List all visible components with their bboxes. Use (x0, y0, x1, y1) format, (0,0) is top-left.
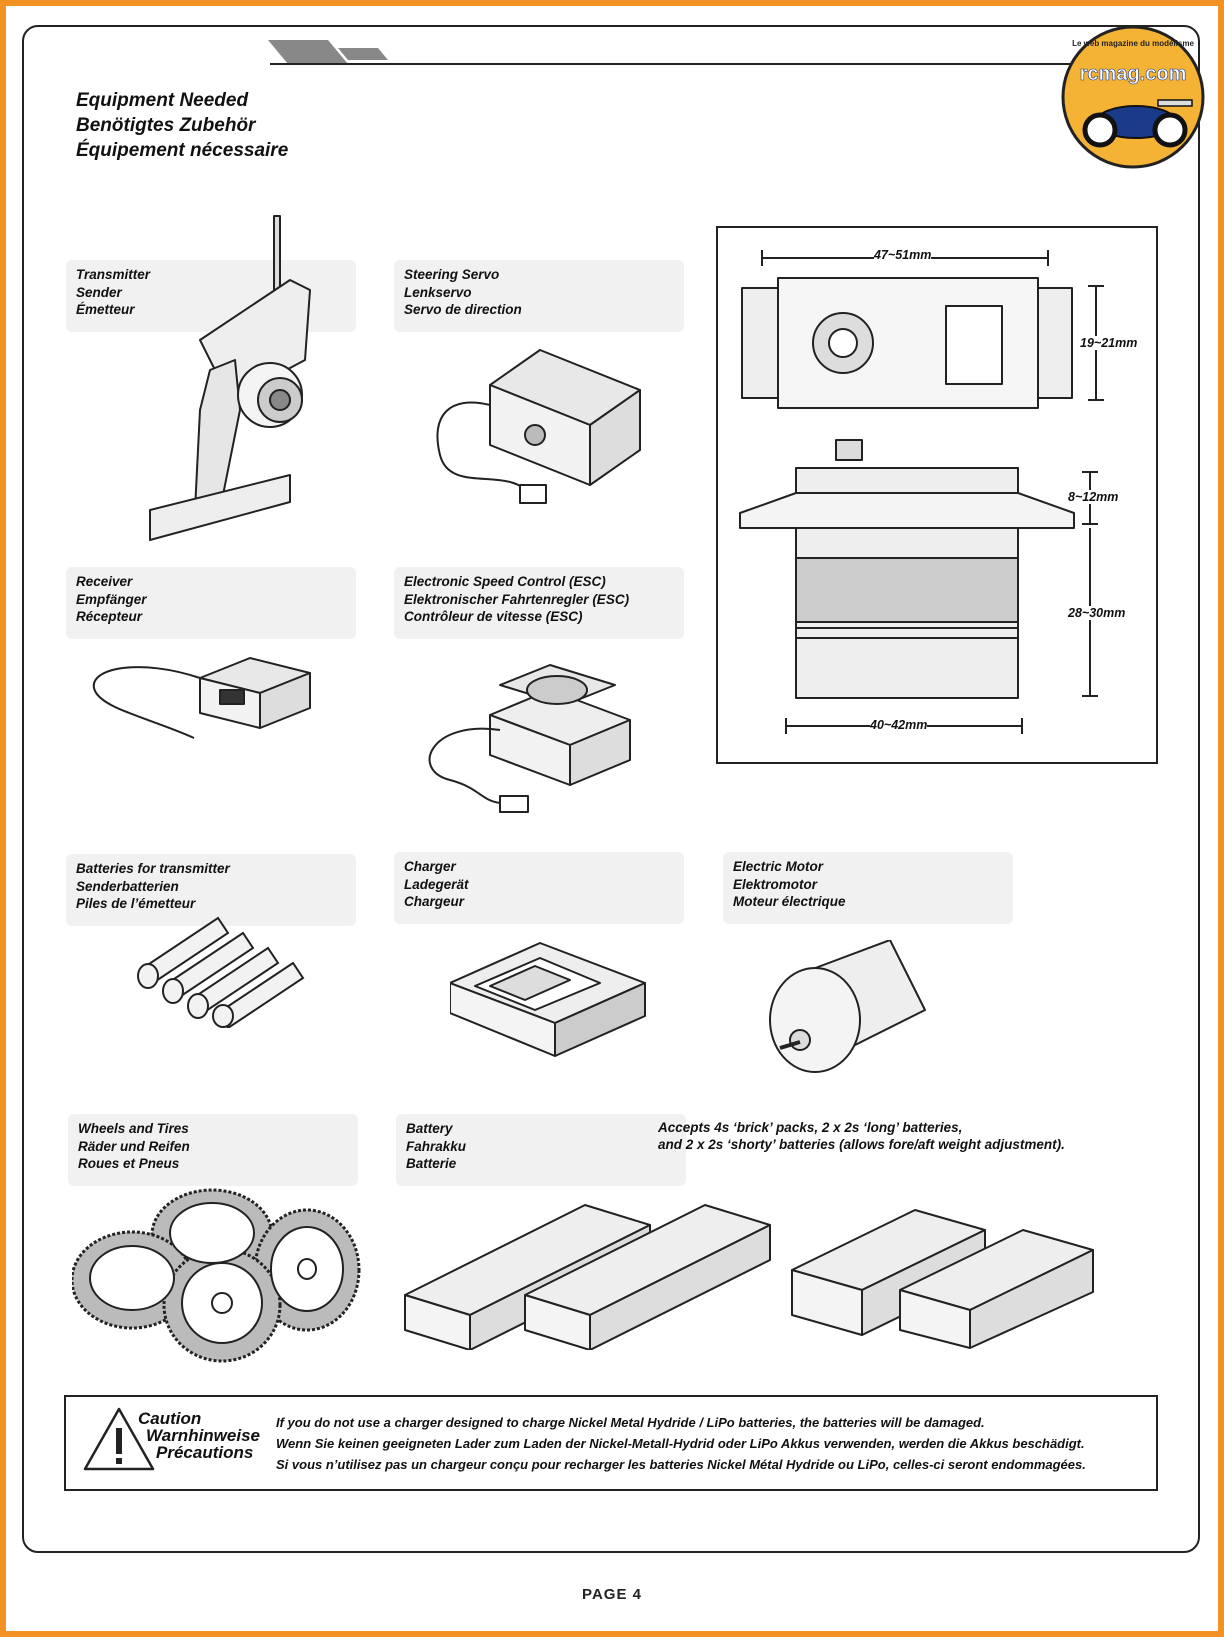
esc-illustration (428, 664, 631, 813)
servo-label: Steering Servo Lenkservo Servo de direct… (394, 260, 684, 332)
tx-batteries-label: Batteries for transmitter Senderbatterie… (66, 854, 356, 926)
servo-label-en: Steering Servo (404, 267, 500, 282)
receiver-label-fr: Récepteur (76, 609, 143, 624)
battery-note-line-2: and 2 x 2s ‘shorty’ batteries (allows fo… (658, 1137, 1065, 1152)
caution-text: If you do not use a charger designed to … (276, 1412, 1086, 1475)
motor-label-fr: Moteur électrique (733, 894, 846, 909)
servo-dimensions-panel: 47~51mm 19~21mm 8~12mm 28~30mm 40~42mm (716, 226, 1158, 764)
aa-batteries-illustration (137, 916, 305, 1028)
transmitter-illustration (149, 215, 311, 541)
servo-label-de: Lenkservo (404, 284, 472, 300)
title-de: Benötigtes Zubehör (76, 115, 256, 136)
wheels-label: Wheels and Tires Räder und Reifen Roues … (68, 1114, 358, 1186)
transmitter-label-fr: Émetteur (76, 302, 135, 317)
battery-note: Accepts 4s ‘brick’ packs, 2 x 2s ‘long’ … (658, 1119, 1065, 1153)
dim-body-height: 28~30mm (1068, 606, 1126, 620)
tx-batteries-label-en: Batteries for transmitter (76, 861, 230, 876)
rc-buggy-icon (1082, 99, 1193, 148)
caution-headings: Caution Warnhinweise Précautions (138, 1410, 260, 1461)
esc-label-en: Electronic Speed Control (ESC) (404, 574, 606, 589)
caution-heading-de: Warnhinweise (146, 1426, 260, 1445)
dim-height-side: 19~21mm (1080, 336, 1138, 350)
logo-site: rcmag.com (1080, 63, 1187, 85)
receiver-label-de: Empfänger (76, 591, 147, 607)
transmitter-label-de: Sender (76, 284, 122, 300)
caution-heading-fr: Précautions (156, 1443, 254, 1462)
title-fr: Équipement nécessaire (76, 140, 289, 161)
transmitter-label-en: Transmitter (76, 267, 151, 282)
warning-icon (83, 1407, 155, 1471)
page-number: PAGE 4 (582, 1586, 642, 1603)
receiver-label: Receiver Empfänger Récepteur (66, 567, 356, 639)
battery-label-de: Fahrakku (406, 1138, 467, 1154)
title-en: Equipment Needed (76, 90, 249, 111)
motor-label: Electric Motor Elektromotor Moteur élect… (723, 852, 1013, 924)
esc-label: Electronic Speed Control (ESC) Elektroni… (394, 567, 684, 639)
page-title: Equipment Needed Benötigtes Zubehör Équi… (76, 88, 288, 163)
receiver-label-en: Receiver (76, 574, 133, 589)
battery-label: Battery Fahrakku Batterie (396, 1114, 686, 1186)
wheels-label-de: Räder und Reifen (78, 1138, 190, 1154)
servo-label-fr: Servo de direction (404, 302, 522, 317)
battery-note-line-1: Accepts 4s ‘brick’ packs, 2 x 2s ‘long’ … (658, 1120, 963, 1135)
header-stripes (268, 40, 388, 64)
tx-batteries-label-de: Senderbatterien (76, 878, 179, 894)
logo-tagline: Le web magazine du modélisme (1072, 39, 1194, 48)
caution-heading-en: Caution (138, 1409, 202, 1428)
wheels-label-en: Wheels and Tires (78, 1121, 189, 1136)
receiver-illustration (92, 657, 311, 739)
motor-label-de: Elektromotor (733, 876, 818, 892)
dim-width-top: 47~51mm (874, 248, 932, 262)
caution-line-en: If you do not use a charger designed to … (276, 1415, 985, 1430)
dim-width-bottom: 40~42mm (870, 718, 928, 732)
tx-batteries-label-fr: Piles de l’émetteur (76, 896, 196, 911)
motor-label-en: Electric Motor (733, 859, 824, 874)
motor-illustration (769, 940, 926, 1073)
charger-label-en: Charger (404, 859, 456, 874)
caution-line-fr: Si vous n’utilisez pas un chargeur conçu… (276, 1457, 1086, 1472)
transmitter-label: Transmitter Sender Émetteur (66, 260, 356, 332)
battery-packs-illustration (404, 1204, 1094, 1350)
wheels-illustration (72, 1188, 361, 1363)
rcmag-logo: rcmag.com Le web magazine du modélisme (1058, 22, 1208, 172)
charger-label-de: Ladegerät (404, 876, 469, 892)
battery-label-fr: Batterie (406, 1156, 457, 1171)
dim-top-section: 8~12mm (1068, 490, 1119, 504)
charger-illustration (450, 942, 646, 1057)
battery-label-en: Battery (406, 1121, 453, 1136)
servo-illustration (436, 349, 641, 504)
caution-box (64, 1395, 1158, 1491)
esc-label-de: Elektronischer Fahrtenregler (ESC) (404, 591, 630, 607)
esc-label-fr: Contrôleur de vitesse (ESC) (404, 609, 583, 624)
charger-label: Charger Ladegerät Chargeur (394, 852, 684, 924)
charger-label-fr: Chargeur (404, 894, 465, 909)
wheels-label-fr: Roues et Pneus (78, 1156, 180, 1171)
servo-dimension-drawing (739, 250, 1104, 734)
header-rule (270, 63, 1100, 65)
manual-sheet (22, 25, 1200, 1553)
caution-line-de: Wenn Sie keinen geeigneten Lader zum Lad… (276, 1436, 1085, 1451)
